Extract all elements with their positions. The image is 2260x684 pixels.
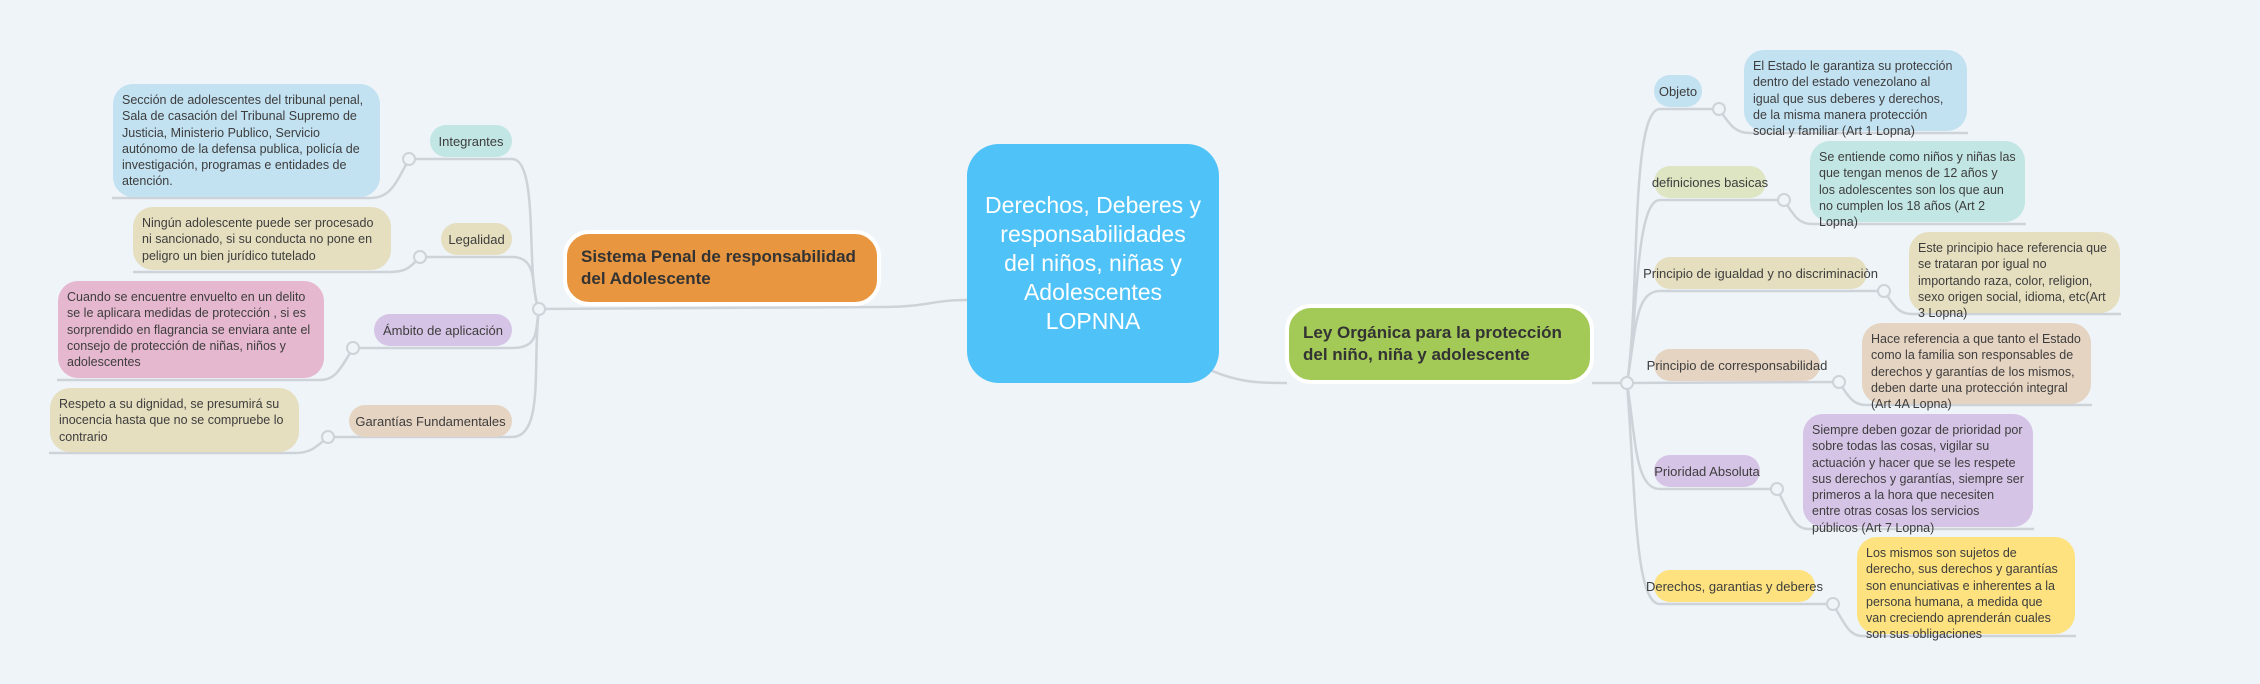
detail-text: Se entiende como niños y niñas las que t…	[1819, 150, 2016, 230]
main-topic-label: Ley Orgánica para la protección del niño…	[1303, 323, 1562, 364]
detail-text: Respeto a su dignidad, se presumirá su i…	[59, 397, 284, 444]
central-topic[interactable]: Derechos, Deberes y responsabilidades de…	[967, 144, 1219, 383]
detail-prioridad[interactable]: Siempre deben gozar de prioridad por sob…	[1803, 414, 2033, 535]
detail-text: Sección de adolescentes del tribunal pen…	[122, 93, 364, 189]
detail-text: Este principio hace referencia que se tr…	[1918, 241, 2108, 321]
subtopic-legalidad[interactable]: Legalidad	[441, 223, 512, 255]
detail-text: Ningún adolescente puede ser procesado n…	[142, 216, 374, 263]
detail-text: Los mismos son sujetos de derecho, sus d…	[1866, 546, 2058, 642]
detail-definiciones[interactable]: Se entiende como niños y niñas las que t…	[1810, 141, 2025, 229]
detail-ambito[interactable]: Cuando se encuentre envuelto en un delit…	[58, 281, 324, 378]
subtopic-corresponsabilidad[interactable]: Principio de corresponsabilidad	[1647, 349, 1827, 381]
detail-text: Cuando se encuentre envuelto en un delit…	[67, 290, 311, 370]
subtopic-derechos[interactable]: Derechos, garantias y deberes	[1646, 570, 1823, 602]
detail-legalidad[interactable]: Ningún adolescente puede ser procesado n…	[133, 207, 391, 270]
main-topic-ley-organica[interactable]: Ley Orgánica para la protección del niño…	[1285, 304, 1594, 384]
subtopic-label: Garantías Fundamentales	[355, 413, 506, 429]
subtopic-label: Principio de igualdad y no discriminaciò…	[1643, 265, 1878, 281]
subtopic-garantias[interactable]: Garantías Fundamentales	[349, 405, 512, 437]
subtopic-label: Derechos, garantias y deberes	[1645, 578, 1824, 594]
central-topic-label: Derechos, Deberes y responsabilidades de…	[984, 192, 1202, 334]
subtopic-integrantes[interactable]: Integrantes	[430, 125, 512, 157]
subtopic-label: Ámbito de aplicación	[383, 322, 503, 338]
subtopic-label: Objeto	[1658, 83, 1698, 99]
detail-garantias[interactable]: Respeto a su dignidad, se presumirá su i…	[50, 388, 299, 452]
subtopic-ambito[interactable]: Ámbito de aplicación	[374, 314, 512, 346]
main-topic-label: Sistema Penal de responsabilidad del Ado…	[581, 247, 856, 288]
detail-derechos[interactable]: Los mismos son sujetos de derecho, sus d…	[1857, 537, 2075, 641]
detail-integrantes[interactable]: Sección de adolescentes del tribunal pen…	[113, 84, 380, 197]
detail-text: Hace referencia a que tanto el Estado co…	[1871, 332, 2081, 412]
subtopic-label: Prioridad Absoluta	[1654, 463, 1760, 479]
subtopic-prioridad[interactable]: Prioridad Absoluta	[1654, 455, 1760, 487]
detail-igualdad[interactable]: Este principio hace referencia que se tr…	[1909, 232, 2120, 320]
detail-text: Siempre deben gozar de prioridad por sob…	[1812, 423, 2024, 535]
subtopic-label: definiciones basicas	[1651, 174, 1769, 190]
subtopic-definiciones[interactable]: definiciones basicas	[1651, 166, 1769, 198]
subtopic-label: Integrantes	[438, 133, 504, 149]
detail-corresponsabilidad[interactable]: Hace referencia a que tanto el Estado co…	[1862, 323, 2091, 411]
subtopic-label: Legalidad	[448, 231, 505, 247]
main-topic-sistema-penal[interactable]: Sistema Penal de responsabilidad del Ado…	[563, 230, 881, 306]
detail-objeto[interactable]: El Estado le garantiza su protección den…	[1744, 50, 1967, 138]
subtopic-objeto[interactable]: Objeto	[1654, 75, 1702, 107]
subtopic-label: Principio de corresponsabilidad	[1646, 357, 1828, 373]
subtopic-igualdad[interactable]: Principio de igualdad y no discriminaciò…	[1643, 257, 1878, 289]
detail-text: El Estado le garantiza su protección den…	[1753, 59, 1953, 139]
